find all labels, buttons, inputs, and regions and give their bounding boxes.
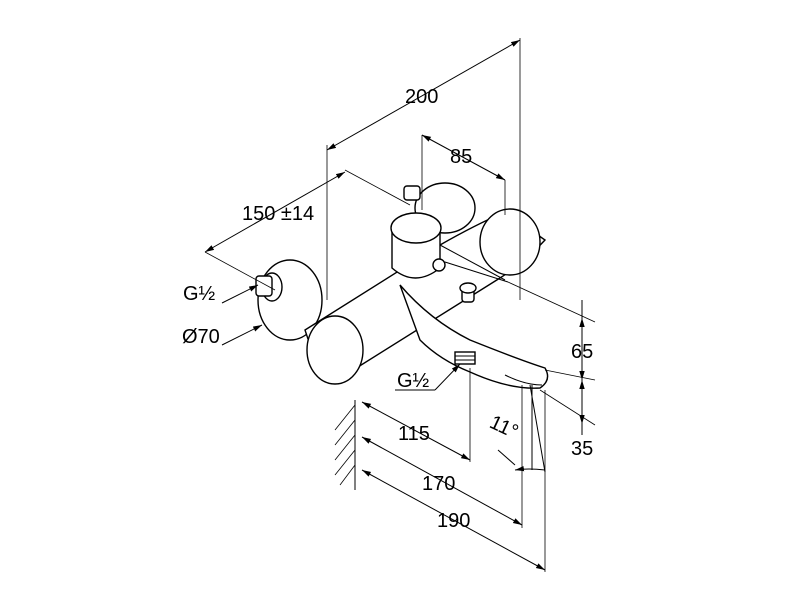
dim-35-label: 35 (571, 438, 593, 460)
dim-85-label: 85 (450, 146, 472, 168)
outlet-thread-label: G½ (397, 370, 430, 392)
rosette-diameter-label: Ø70 (182, 326, 220, 348)
angle-11-label: 11° (486, 411, 521, 443)
dim-150-label: 150 ±14 (242, 203, 314, 225)
dim-115-label: 115 (398, 423, 430, 445)
wall-hatching (334, 400, 356, 490)
inlet-thread-label: G½ (183, 283, 216, 305)
dim-170-label: 170 (422, 473, 455, 495)
dim-190-label: 190 (437, 510, 470, 532)
dimension-lines (204, 38, 596, 572)
dim-200-label: 200 (405, 86, 438, 108)
mixer-body (255, 182, 549, 389)
dim-65-label: 65 (571, 341, 593, 363)
